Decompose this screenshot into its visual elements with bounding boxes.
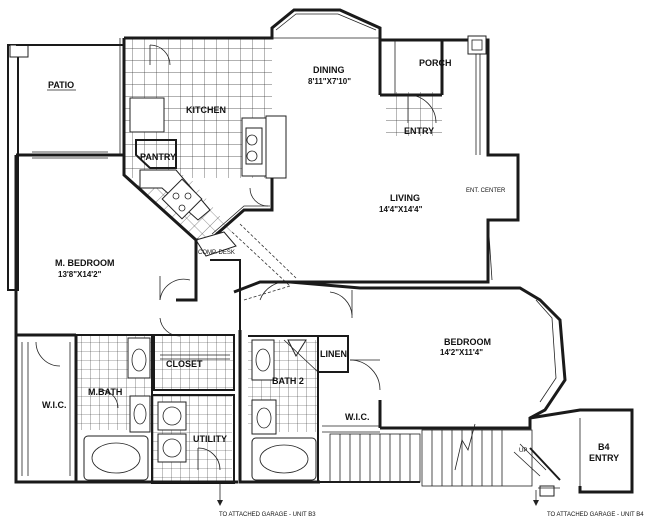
label-b4-entry-2: ENTRY — [589, 453, 619, 463]
note-garage-b3: TO ATTACHED GARAGE - UNIT B3 — [219, 512, 316, 518]
label-m-bedroom: M. BEDROOM — [55, 258, 115, 268]
stairs — [329, 423, 561, 487]
patio-area — [7, 44, 124, 291]
center-block — [151, 334, 238, 484]
entry-tile — [386, 92, 442, 136]
label-living: LIVING — [390, 193, 420, 203]
bath2-block — [238, 330, 420, 484]
kitchen-fixtures — [122, 44, 287, 242]
label-utility: UTILITY — [193, 434, 227, 444]
label-patio: PATIO — [48, 80, 74, 90]
label-living-dim: 14'4"X14'4" — [379, 205, 423, 214]
label-wic-left: W.I.C. — [42, 400, 67, 410]
label-bedroom-dim: 14'2"X11'4" — [440, 348, 483, 357]
label-kitchen: KITCHEN — [186, 105, 226, 115]
label-dining: DINING — [313, 65, 345, 75]
label-bedroom: BEDROOM — [444, 337, 491, 347]
label-comp-desk: COMP. DESK — [198, 250, 235, 256]
label-porch: PORCH — [419, 58, 452, 68]
left-wing-walls — [14, 155, 154, 484]
label-ent-center: ENT. CENTER — [466, 188, 506, 194]
dining-bay — [272, 13, 380, 39]
closet-tile — [154, 335, 234, 390]
note-garage-b4: TO ATTACHED GARAGE - UNIT B4 — [547, 512, 644, 518]
label-bath-2: BATH 2 — [272, 376, 304, 386]
label-dining-dim: 8'11"X7'10" — [308, 77, 351, 86]
garage-notes: TO ATTACHED GARAGE - UNIT B3 TO ATTACHED… — [219, 512, 644, 518]
label-linen: LINEN — [320, 349, 347, 359]
porch-entry — [407, 94, 437, 124]
label-entry: ENTRY — [404, 126, 434, 136]
label-m-bath: M.BATH — [88, 387, 122, 397]
label-closet: CLOSET — [166, 359, 203, 369]
b4-entry — [529, 408, 634, 497]
label-up: UP — [519, 448, 527, 454]
label-m-bedroom-dim: 13'8"X14'2" — [58, 270, 102, 279]
label-b4-entry-1: B4 — [598, 442, 610, 452]
room-labels: PATIO KITCHEN PANTRY DINING 8'11"X7'10" … — [42, 58, 619, 463]
garage-arrows — [217, 484, 539, 506]
exterior-walls — [119, 8, 567, 430]
label-wic-right: W.I.C. — [345, 412, 370, 422]
label-pantry: PANTRY — [140, 152, 176, 162]
hallway — [159, 223, 353, 337]
